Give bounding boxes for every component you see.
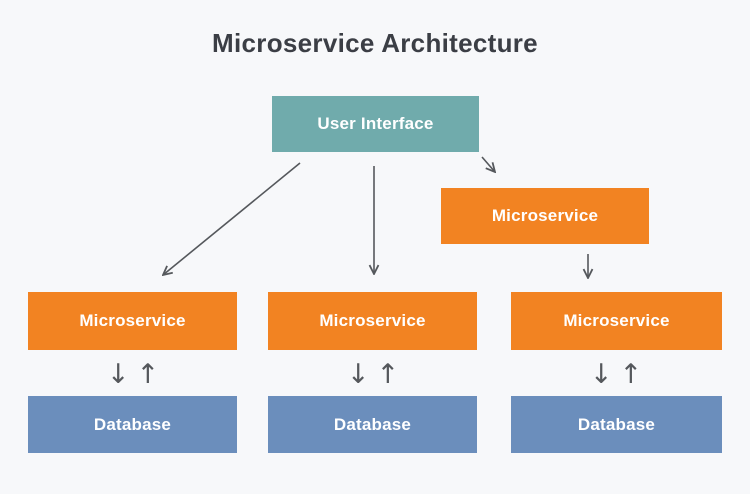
node-microservice-top-right-label: Microservice: [491, 206, 599, 225]
node-database-right: Database: [511, 396, 722, 453]
node-microservice-right: Microservice: [511, 292, 722, 350]
arrow-ui-to-microservice-left: [163, 162, 301, 275]
down-arrow-icon: ↓: [346, 359, 370, 390]
node-user-interface-label: User Interface: [317, 114, 434, 133]
exchange-arrows-left: ↓↑: [83, 354, 183, 396]
diagram-title: Microservice Architecture: [212, 28, 538, 58]
node-database-middle: Database: [268, 396, 477, 453]
node-database-left: Database: [28, 396, 237, 453]
exchange-arrows-middle: ↓↑: [323, 354, 423, 396]
node-microservice-left-label: Microservice: [79, 311, 186, 330]
node-database-left-label: Database: [93, 414, 172, 434]
node-microservice-top-right: Microservice: [441, 188, 649, 244]
node-database-right-label: Database: [577, 414, 656, 434]
up-arrow-icon: ↑: [136, 359, 160, 390]
up-arrow-icon: ↑: [376, 359, 400, 390]
node-microservice-middle: Microservice: [268, 292, 477, 350]
node-microservice-middle-label: Microservice: [319, 311, 426, 330]
up-arrow-icon: ↑: [619, 359, 643, 390]
node-database-middle-label: Database: [333, 414, 412, 434]
exchange-arrows-right: ↓↑: [566, 354, 666, 396]
down-arrow-icon: ↓: [106, 359, 130, 390]
node-microservice-left: Microservice: [28, 292, 237, 350]
down-arrow-icon: ↓: [589, 359, 613, 390]
arrow-ui-to-microservice-top-right: [481, 156, 495, 172]
node-microservice-right-label: Microservice: [563, 311, 670, 330]
node-user-interface: User Interface: [272, 96, 479, 152]
